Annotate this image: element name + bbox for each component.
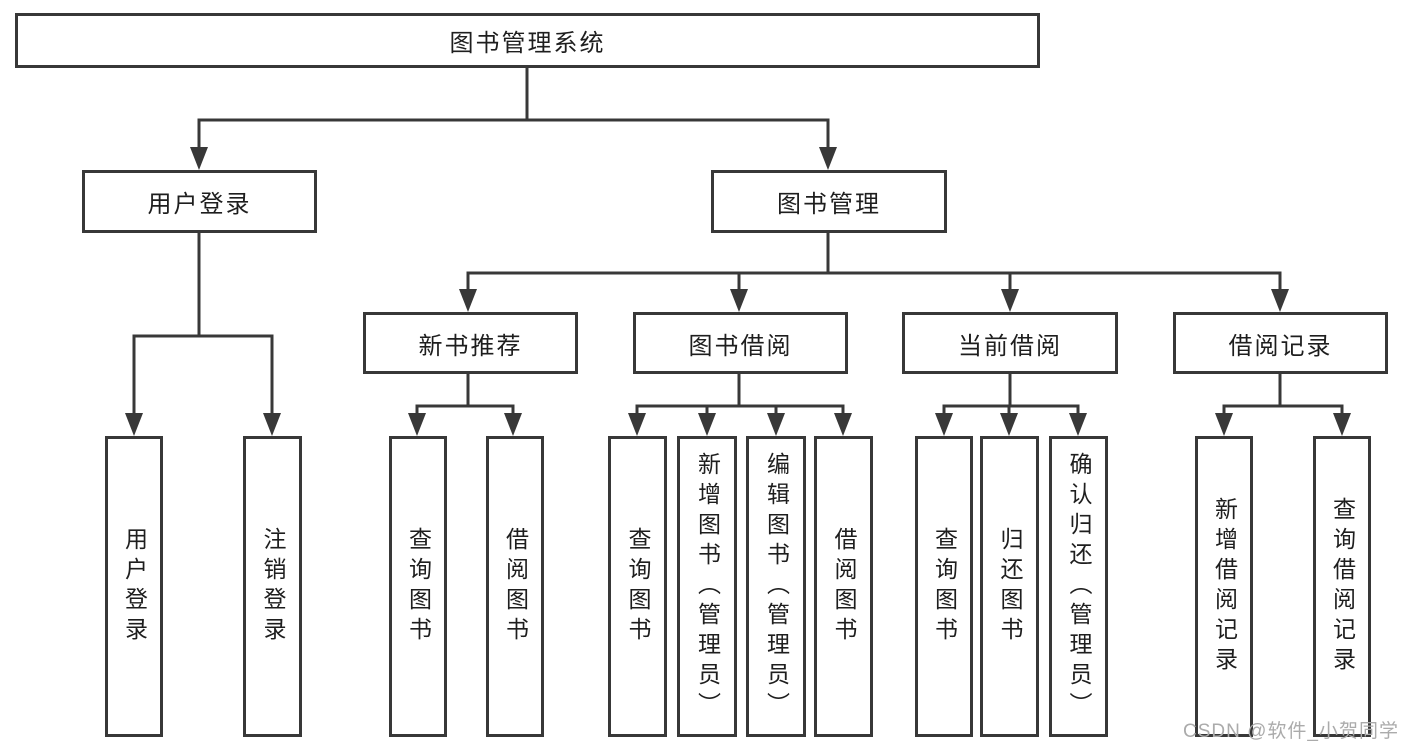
leaf-add-borrow-record-label: 新增借阅记录 [1211,496,1238,677]
leaf-query-borrow-record: 查询借阅记录 [1313,436,1371,737]
node-current-borrow-label: 当前借阅 [958,332,1062,360]
leaf-query-books-1: 查询图书 [389,436,447,737]
leaf-edit-book-admin: 编辑图书（管理员） [746,436,806,737]
leaf-query-books-2: 查询图书 [608,436,667,737]
leaf-confirm-return-admin-label: 确认归还（管理员） [1066,451,1092,722]
node-book-borrow: 图书借阅 [633,312,848,374]
leaf-return-book-label: 归还图书 [997,526,1023,647]
leaf-edit-book-admin-label: 编辑图书（管理员） [763,451,790,722]
node-book-management-label: 图书管理 [777,191,881,218]
node-root-label: 图书管理系统 [449,30,606,57]
leaf-borrow-books-1-label: 借阅图书 [502,526,529,647]
node-user-login: 用户登录 [82,170,317,233]
node-book-borrow-label: 图书借阅 [688,332,793,360]
node-borrow-records: 借阅记录 [1173,312,1388,374]
node-borrow-records-label: 借阅记录 [1228,332,1333,360]
watermark: CSDN @软件_小贺同学 [1183,721,1399,742]
node-root: 图书管理系统 [15,13,1040,68]
leaf-query-books-3-label: 查询图书 [931,526,958,647]
node-user-login-label: 用户登录 [147,191,252,218]
leaf-user-login: 用户登录 [105,436,163,737]
leaf-query-books-3: 查询图书 [915,436,973,737]
leaf-logout-label: 注销登录 [260,526,286,647]
leaf-borrow-books-2-label: 借阅图书 [831,526,857,647]
leaf-query-books-1-label: 查询图书 [405,526,432,647]
leaf-add-book-admin-label: 新增图书（管理员） [694,451,721,722]
node-new-book-recommend-label: 新书推荐 [418,332,523,360]
leaf-query-borrow-record-label: 查询借阅记录 [1329,496,1356,677]
leaf-user-login-label: 用户登录 [121,526,148,647]
leaf-add-book-admin: 新增图书（管理员） [677,436,737,737]
leaf-logout: 注销登录 [243,436,302,737]
leaf-add-borrow-record: 新增借阅记录 [1195,436,1253,737]
leaf-borrow-books-1: 借阅图书 [486,436,544,737]
node-book-management: 图书管理 [711,170,947,233]
leaf-borrow-books-2: 借阅图书 [814,436,873,737]
leaf-return-book: 归还图书 [980,436,1039,737]
node-new-book-recommend: 新书推荐 [363,312,578,374]
leaf-confirm-return-admin: 确认归还（管理员） [1049,436,1108,737]
node-current-borrow: 当前借阅 [902,312,1118,374]
leaf-query-books-2-label: 查询图书 [625,526,651,647]
